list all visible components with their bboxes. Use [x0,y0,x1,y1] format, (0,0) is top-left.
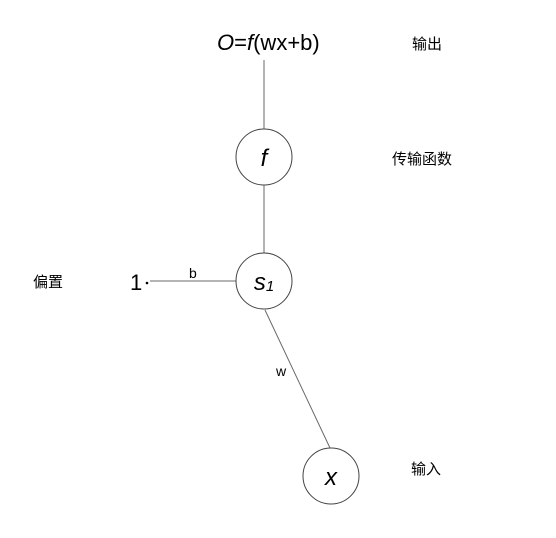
output-formula: O=f(wx+b) [217,30,320,55]
node-input [302,447,360,505]
node-f-label: f [261,145,270,172]
node-x-label: x [324,464,338,491]
bias-value: 1 [130,270,142,295]
label-output: 输出 [412,35,442,53]
label-bias: 偏置 [33,273,63,291]
label-transfer-function: 传输函数 [392,150,452,168]
edge-x-to-s1 [264,309,331,449]
edge-label-w: w [275,363,287,379]
node-transfer-function [235,128,293,186]
label-input: 输入 [411,460,441,478]
bias-dot [145,281,149,285]
node-s1-label: s1 [254,269,274,296]
edge-label-b: b [189,265,197,281]
node-summation [235,252,293,310]
